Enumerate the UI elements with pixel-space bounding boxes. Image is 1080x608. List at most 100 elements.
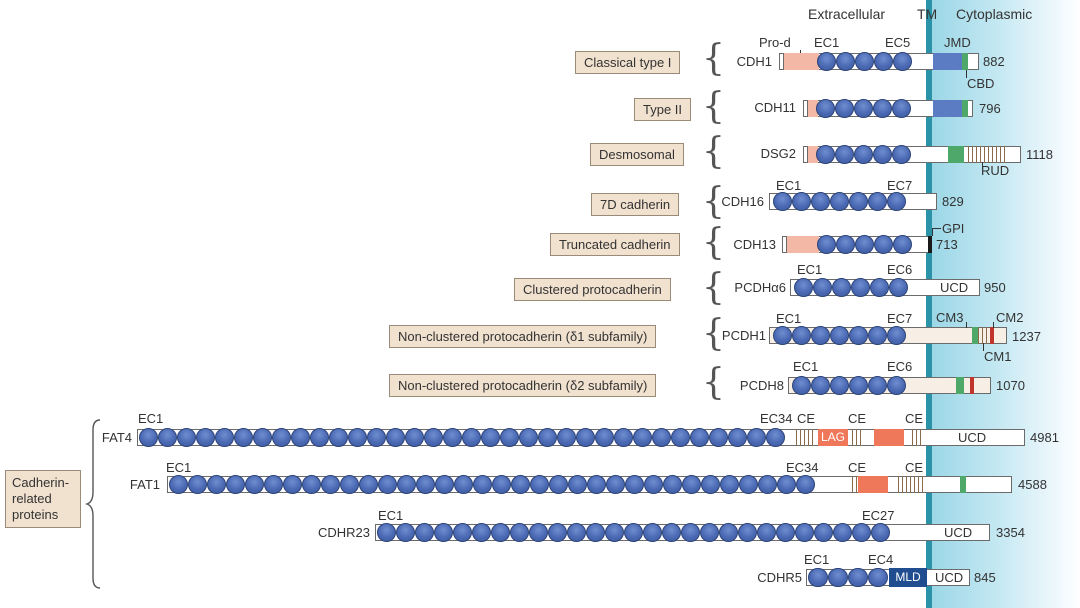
protein-name-cdhr23: CDHR23	[317, 525, 370, 540]
ec-domain	[835, 99, 854, 118]
ec-domain	[283, 475, 302, 494]
ec-domain	[792, 192, 811, 211]
ec-domain	[453, 523, 472, 542]
family-label-desmosomal: Desmosomal	[590, 143, 684, 166]
catenin-binding-domain	[962, 100, 968, 117]
leader-line	[983, 343, 984, 351]
protein-name-cdh13: CDH13	[733, 237, 776, 252]
ec-domain	[817, 52, 836, 71]
brace: {	[702, 362, 725, 403]
mucin-like-domain: MLD	[889, 568, 927, 587]
domain-label-rud: RUD	[981, 163, 1010, 178]
ec-domains-fat4	[139, 428, 785, 447]
ec-domain	[849, 326, 868, 345]
ec-domain	[701, 475, 720, 494]
ec-domain	[340, 475, 359, 494]
ec-domain	[245, 475, 264, 494]
prodomain	[807, 100, 818, 117]
ec-domain	[893, 52, 912, 71]
ec-domain	[511, 475, 530, 494]
ec-domain	[386, 428, 405, 447]
ec-domain	[758, 475, 777, 494]
domain-label-ec5: EC5	[885, 35, 911, 50]
ec-domain	[892, 99, 911, 118]
brace: {	[702, 222, 725, 263]
ec-domain	[492, 475, 511, 494]
ec-domain	[868, 192, 887, 211]
conserved-motif	[970, 377, 974, 394]
ec-domain	[849, 376, 868, 395]
ec-domain	[416, 475, 435, 494]
ec-domain	[473, 475, 492, 494]
ec-domain	[378, 475, 397, 494]
ec-domain	[854, 145, 873, 164]
ec-domain	[424, 428, 443, 447]
domain-label-prod: Pro-d	[759, 35, 791, 50]
cadherin-egf-domain	[852, 476, 862, 493]
ec-domains-cdhr5	[808, 568, 888, 587]
ec-domain	[757, 523, 776, 542]
conserved-domain	[948, 146, 964, 163]
ec-domain	[855, 235, 874, 254]
ec-domain	[833, 523, 852, 542]
ec-domain	[397, 475, 416, 494]
ec-domain	[887, 192, 906, 211]
ec-domain	[605, 523, 624, 542]
ec-domain	[816, 99, 835, 118]
ec-domain	[519, 428, 538, 447]
catenin-binding-domain	[962, 53, 968, 70]
ec-domain	[188, 475, 207, 494]
gpi-anchor	[928, 236, 932, 253]
ec-domain	[662, 523, 681, 542]
ec-domain	[652, 428, 671, 447]
ec-domain	[813, 278, 832, 297]
ec-domain	[568, 475, 587, 494]
ec-domain	[253, 428, 272, 447]
ec-domain	[226, 475, 245, 494]
ec-domain	[462, 428, 481, 447]
domain-label-jmd: JMD	[944, 35, 971, 50]
domain-label-ec1: EC1	[378, 508, 404, 523]
extracellular-header: Extracellular	[808, 6, 886, 22]
cadherin-egf-domain	[796, 429, 814, 446]
ec-domain	[700, 523, 719, 542]
tm-header: TM	[917, 6, 938, 22]
ec-domain	[606, 475, 625, 494]
ec-domain	[671, 428, 690, 447]
conserved-motif	[956, 377, 964, 394]
domain-label-ec34: EC34	[786, 460, 819, 475]
ec-domains-cdh16	[773, 192, 906, 211]
leader-line	[932, 228, 933, 236]
ec-domain	[435, 475, 454, 494]
domain-label-ec34: EC34	[760, 411, 793, 426]
ec-domain	[814, 523, 833, 542]
ec-domain	[719, 523, 738, 542]
laminin-g-domain: LAG	[818, 429, 848, 446]
ec-domain	[811, 192, 830, 211]
domain-label-ucd: UCD	[935, 570, 964, 585]
ec-domain	[587, 475, 606, 494]
family-label-cadherin-related: Cadherin-related proteins	[5, 470, 81, 528]
ec-domain	[766, 428, 785, 447]
ec-domain	[139, 428, 158, 447]
family-label-truncated-cadherin: Truncated cadherin	[550, 233, 680, 256]
ec-domain	[794, 278, 813, 297]
domain-label-ec1: EC1	[793, 359, 819, 374]
domain-label-ec1: EC1	[166, 460, 192, 475]
ec-domain	[548, 523, 567, 542]
ec-domain	[586, 523, 605, 542]
ec-domain	[773, 192, 792, 211]
protein-name-fat4: FAT4	[101, 430, 132, 445]
family-label-delta1: Non-clustered protocadherin (δ1 subfamil…	[389, 325, 657, 348]
ec-domain	[557, 428, 576, 447]
ec-domains-pcdh1	[773, 326, 906, 345]
ec-domain	[272, 428, 291, 447]
brace: {	[702, 131, 725, 172]
domain-label-cm2: CM2	[996, 310, 1024, 325]
domain-label-ucd: UCD	[940, 280, 969, 295]
ec-domain	[836, 52, 855, 71]
ec-domain	[595, 428, 614, 447]
ec-domain	[720, 475, 739, 494]
ec-domain	[873, 145, 892, 164]
ec-domain	[377, 523, 396, 542]
